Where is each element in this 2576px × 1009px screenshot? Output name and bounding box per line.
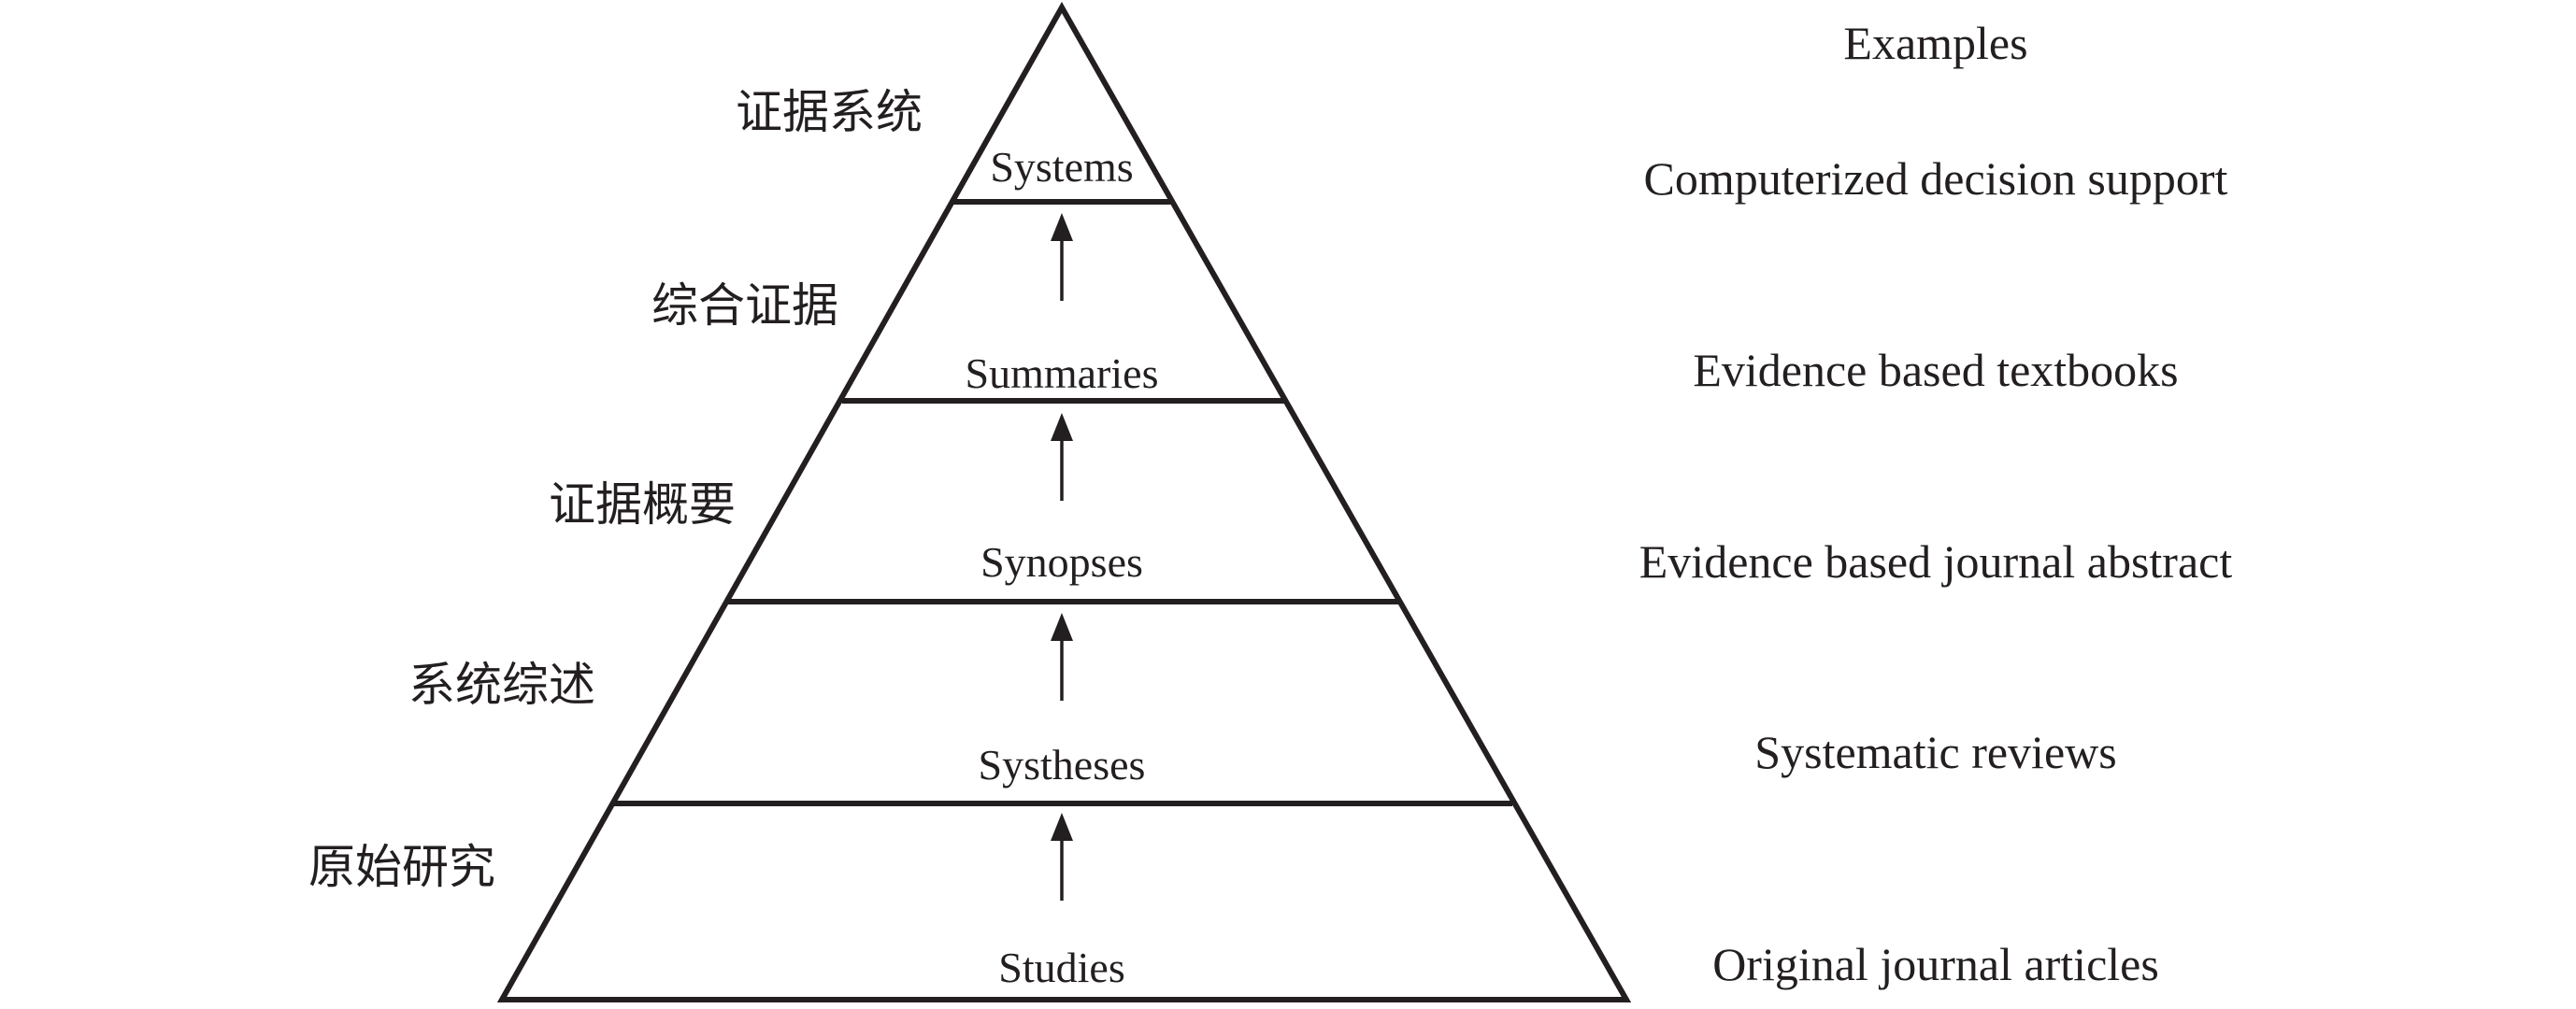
level-label-summaries: Summaries [966, 349, 1159, 397]
level-label-synopses: Synopses [980, 538, 1143, 586]
example-synopses: Evidence based journal abstract [1639, 535, 2233, 588]
examples-header: Examples [1843, 17, 2027, 69]
level-label-studies: Studies [998, 944, 1124, 991]
arrow-up-icon [1051, 213, 1073, 301]
example-systheses: Systematic reviews [1754, 726, 2116, 778]
arrow-up-icon [1051, 813, 1073, 901]
example-studies: Original journal articles [1712, 938, 2159, 990]
example-systems: Computerized decision support [1644, 152, 2228, 205]
chinese-label-studies: 原始研究 [308, 840, 495, 894]
arrow-up-icon [1051, 613, 1073, 701]
arrow-up-icon [1051, 413, 1073, 501]
chinese-label-summaries: 综合证据 [651, 278, 838, 333]
level-label-systheses: Systheses [979, 741, 1146, 789]
level-label-systems: Systems [990, 143, 1133, 191]
chinese-label-synopses: 证据概要 [549, 477, 736, 532]
chinese-label-systheses: 系统综述 [408, 658, 595, 712]
chinese-label-systems: 证据系统 [736, 85, 923, 139]
pyramid-outline [496, 1, 1632, 1002]
example-summaries: Evidence based textbooks [1693, 344, 2178, 396]
